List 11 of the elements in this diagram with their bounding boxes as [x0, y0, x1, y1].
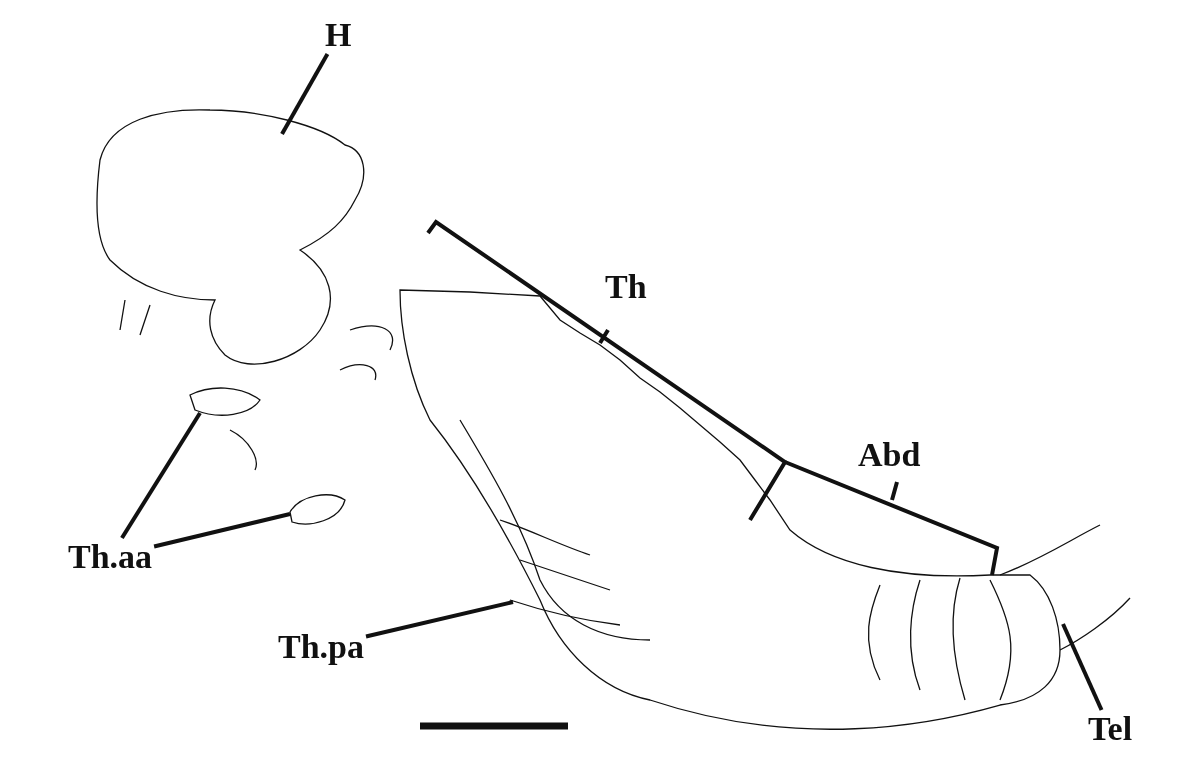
region-label: Th [605, 270, 647, 304]
leader-line [280, 53, 330, 135]
part-label: Th.pa [278, 630, 364, 664]
part-label: H [325, 18, 352, 52]
region-label: Abd [858, 438, 921, 472]
leader-line [365, 600, 514, 639]
part-label: Th.aa [68, 540, 153, 574]
leader-line [120, 411, 202, 540]
leader-line [153, 512, 291, 549]
part-label: Tel [1088, 712, 1133, 746]
leader-line [1061, 623, 1104, 711]
